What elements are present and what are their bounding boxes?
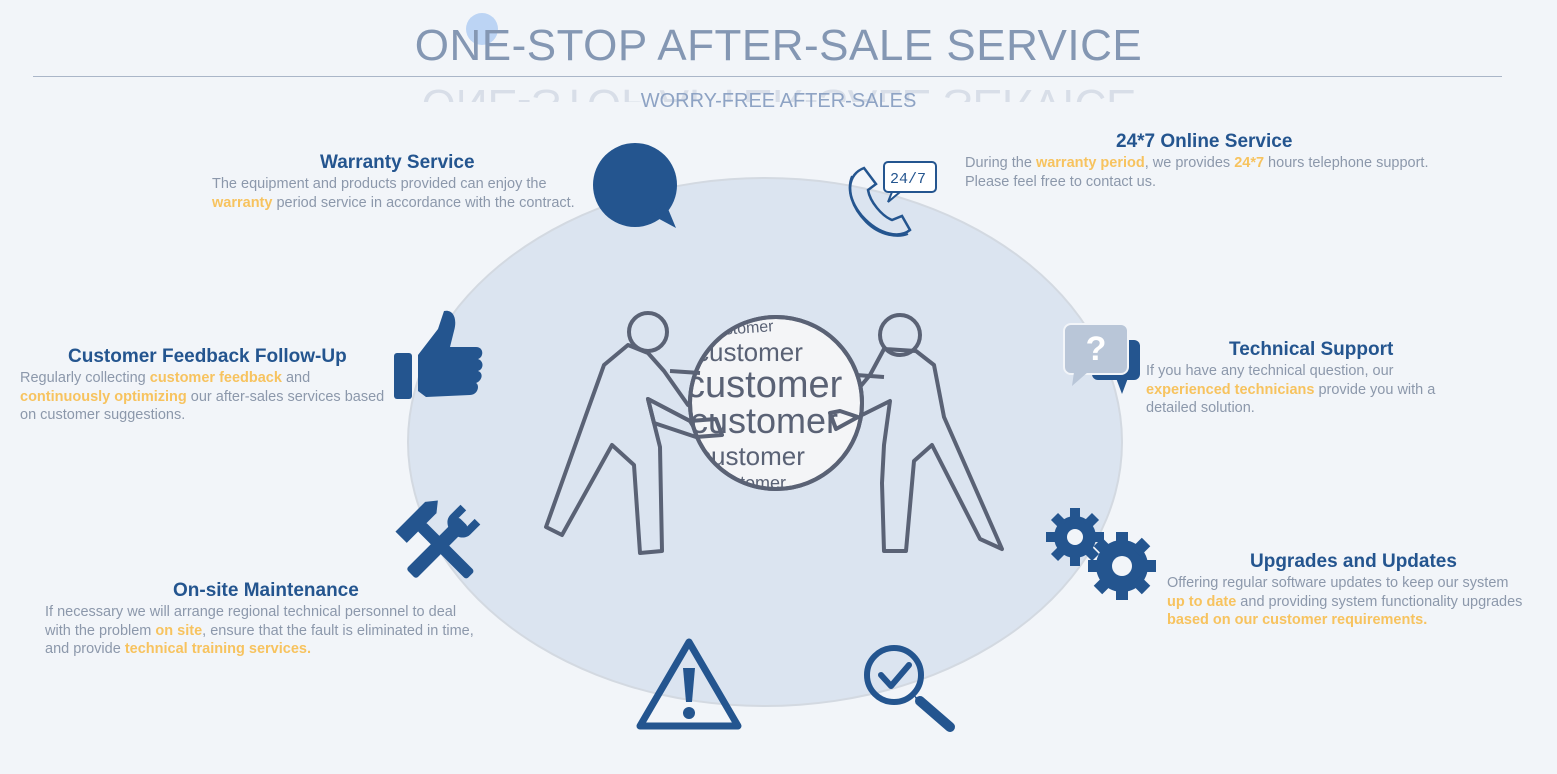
warranty-title: Warranty Service (320, 152, 475, 173)
online-text: During the warranty period, we provides … (965, 155, 1429, 190)
upgrades-title: Upgrades and Updates (1250, 551, 1457, 572)
technical-text: If you have any technical question, our … (1146, 363, 1436, 416)
magnifier-check-icon (864, 645, 955, 732)
warning-icon (636, 638, 742, 730)
page-subtitle: WORRY-FREE AFTER-SALES (640, 90, 917, 112)
customer-globe-illustration: customer customer customer customer cust… (544, 311, 1004, 555)
speech-bubble-icon (593, 143, 677, 228)
onsite-title: On-site Maintenance (173, 580, 359, 601)
globe-word-5: customer (698, 441, 805, 471)
technical-title: Technical Support (1229, 339, 1394, 360)
warranty-text: The equipment and products provided can … (212, 176, 575, 211)
online-title: 24*7 Online Service (1116, 131, 1293, 152)
feedback-title: Customer Feedback Follow-Up (68, 346, 347, 367)
globe-word-3: customer (686, 364, 843, 406)
onsite-text: If necessary we will arrange regional te… (45, 604, 474, 657)
upgrades-text: Offering regular software updates to kee… (1167, 575, 1523, 628)
tools-icon (395, 500, 481, 579)
phone-24-7-text: 24/7 (890, 171, 926, 188)
globe-word-2: customer (696, 337, 803, 367)
feedback-text: Regularly collecting customer feedback a… (20, 370, 385, 423)
question-chat-icon: ? (1063, 323, 1140, 394)
phone-24-7-icon: 24/7 (848, 161, 937, 237)
title-divider (33, 76, 1502, 77)
question-mark: ? (1086, 330, 1107, 368)
page-title: ONE-STOP AFTER-SALE SERVICE (414, 21, 1143, 70)
gears-icon (1046, 508, 1156, 600)
thumbs-up-icon (394, 310, 483, 399)
title-decor-dot (466, 13, 498, 45)
